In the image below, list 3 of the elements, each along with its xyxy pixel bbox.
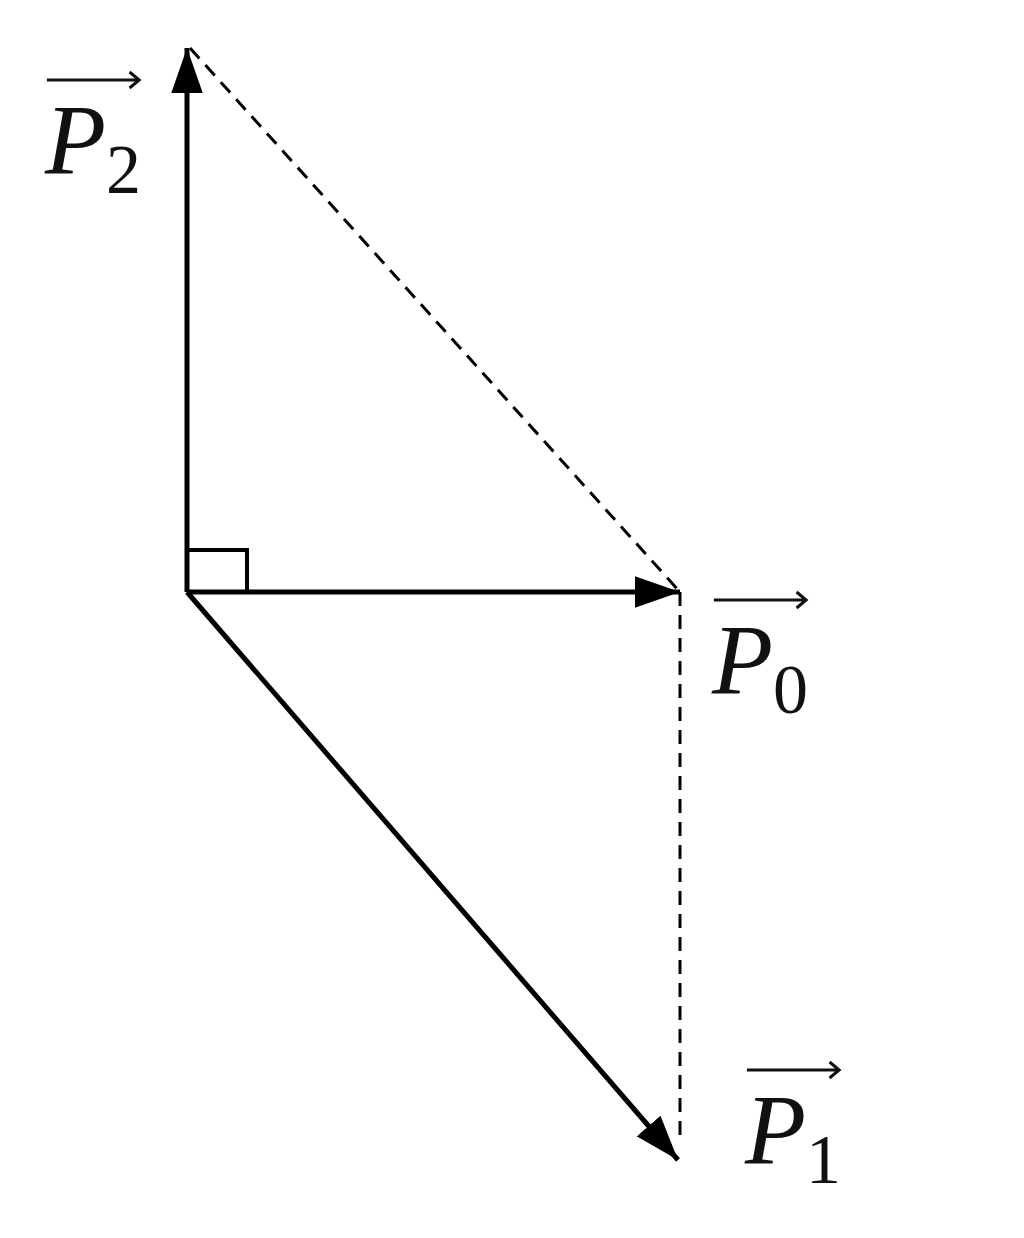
vector-label: P$_{2}$: [45, 84, 142, 195]
vector-label: P$_{1}$: [745, 1074, 842, 1185]
vector-label: P$_{0}$: [712, 604, 809, 715]
